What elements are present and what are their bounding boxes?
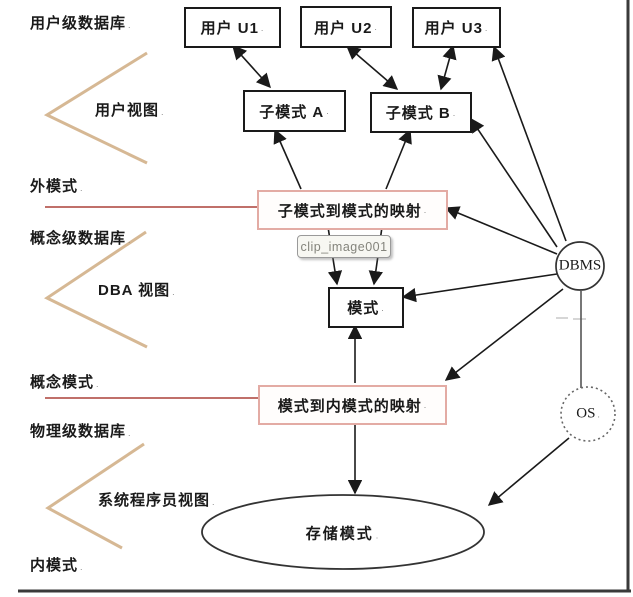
node-user-u3-text: 用户 U3 — [424, 20, 483, 37]
paragraph-mark: . — [381, 302, 385, 313]
arrow-dbms-map2 — [444, 288, 564, 381]
chevron-user-view — [43, 51, 148, 165]
os-label-text: OS — [576, 405, 596, 422]
paragraph-mark: . — [374, 22, 378, 32]
node-user-u1-text: 用户 U1 — [200, 20, 259, 37]
node-user-u1: 用户 U1. — [184, 7, 281, 48]
os-label: OS. — [576, 406, 599, 423]
paragraph-mark: . — [326, 106, 330, 116]
paragraph-mark: . — [80, 562, 84, 572]
node-user-u2: 用户 U2. — [300, 6, 392, 48]
chevron-dba-view — [43, 230, 148, 349]
node-map1-text: 子模式到模式的映射 — [277, 202, 422, 220]
arrow-u2-subschema-b — [345, 45, 399, 90]
chevron-sysprog-view — [45, 442, 145, 550]
paragraph-mark: . — [161, 107, 165, 117]
arrow-os-storage — [487, 437, 570, 506]
node-user-u2-text: 用户 U2 — [314, 19, 373, 37]
paragraph-mark: . — [452, 107, 457, 118]
label-sysprog-view: 系统程序员视图. — [98, 489, 216, 510]
arrow-u3-subschema-b — [437, 44, 457, 91]
paragraph-mark: . — [80, 183, 84, 193]
node-schema-to-internal-mapping: 模式到内模式的映射. — [258, 385, 447, 425]
label-concept-level-db: 概念级数据库. — [30, 227, 132, 248]
label-physical-level-db-text: 物理级数据库 — [30, 423, 127, 440]
paragraph-mark: . — [375, 530, 381, 541]
arrow-dbms-subschema-b — [470, 117, 558, 248]
dbms-circle — [555, 241, 605, 291]
image-tooltip: clip_image001 — [297, 235, 391, 258]
paragraph-mark: . — [128, 20, 132, 30]
label-dba-view: DBA 视图. — [98, 279, 176, 300]
label-user-level-db-text: 用户级数据库 — [30, 15, 127, 32]
storage-schema-text: 存储模式 — [305, 525, 374, 543]
node-user-u3: 用户 U3. — [412, 7, 501, 48]
label-user-view-text: 用户视图 — [95, 102, 160, 119]
storage-schema-label: 存储模式. — [306, 523, 381, 544]
arrow-dbms-map1 — [444, 206, 558, 255]
paragraph-mark: . — [260, 22, 265, 33]
label-concept-level-db-text: 概念级数据库 — [30, 230, 127, 247]
paragraph-mark: . — [597, 409, 600, 420]
paragraph-mark: . — [96, 379, 100, 389]
os-circle — [560, 386, 616, 442]
label-dba-view-text: DBA 视图 — [98, 282, 171, 299]
arrow-dbms-u3 — [491, 45, 567, 242]
dbms-label: DBMS — [558, 257, 602, 274]
arrow-dbms-schema — [401, 273, 558, 303]
node-subschema-a-text: 子模式 A — [259, 103, 325, 121]
label-concept-schema: 概念模式. — [30, 371, 100, 392]
paragraph-mark: . — [484, 22, 489, 33]
label-sysprog-view-text: 系统程序员视图 — [98, 492, 211, 509]
node-schema-text: 模式 — [347, 300, 380, 317]
node-subschema-b: 子模式 B. — [370, 92, 472, 133]
node-map2-text: 模式到内模式的映射 — [277, 397, 422, 415]
paragraph-mark: . — [423, 205, 428, 215]
paragraph-mark: . — [128, 428, 132, 438]
label-external-schema-text: 外模式 — [30, 178, 79, 195]
arrow-u1-subschema-a — [232, 44, 271, 89]
node-subschema-a: 子模式 A. — [243, 90, 346, 132]
node-schema: 模式. — [328, 287, 404, 328]
arrow-map1-subschema-b — [385, 128, 412, 190]
image-tooltip-text: clip_image001 — [300, 239, 388, 254]
label-user-level-db: 用户级数据库. — [30, 12, 132, 33]
label-internal-schema: 内模式. — [30, 554, 84, 575]
paragraph-mark: . — [128, 235, 132, 245]
paragraph-mark: . — [212, 497, 216, 507]
label-user-view: 用户视图. — [95, 99, 165, 120]
node-subschema-to-schema-mapping: 子模式到模式的映射. — [257, 190, 448, 230]
paragraph-mark: . — [423, 400, 428, 410]
paragraph-mark: . — [172, 287, 176, 297]
label-physical-level-db: 物理级数据库. — [30, 420, 132, 441]
label-internal-schema-text: 内模式 — [30, 557, 79, 574]
label-concept-schema-text: 概念模式 — [30, 374, 95, 391]
label-external-schema: 外模式. — [30, 175, 84, 196]
storage-schema-ellipse — [201, 494, 485, 570]
arrow-map1-subschema-a — [273, 128, 302, 190]
node-subschema-b-text: 子模式 B — [385, 105, 451, 122]
